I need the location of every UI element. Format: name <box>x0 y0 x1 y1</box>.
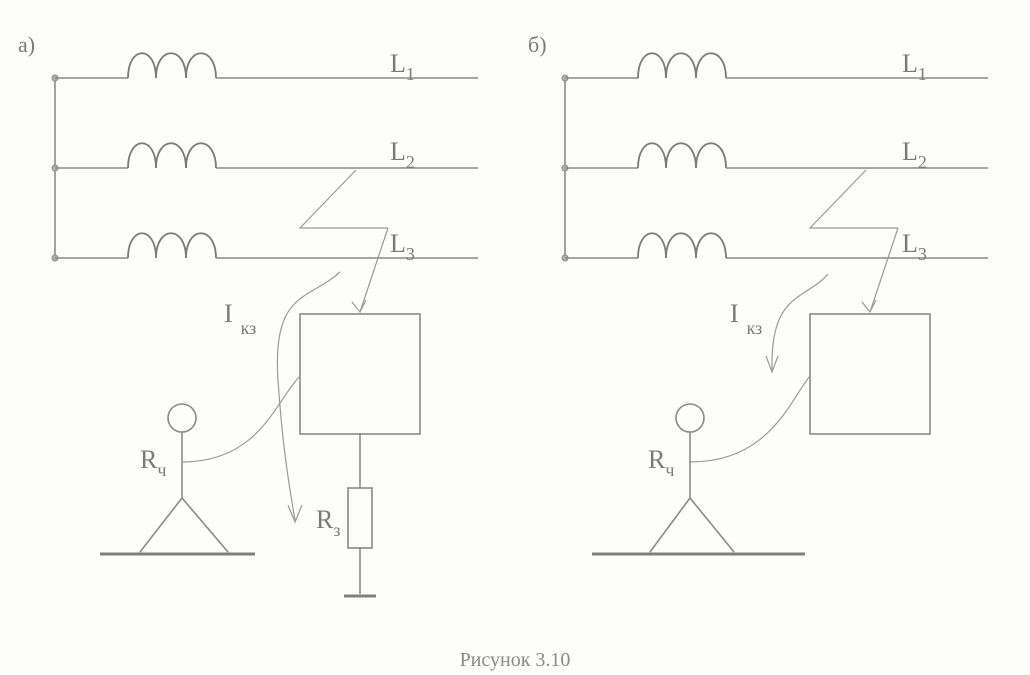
panel-b-person <box>592 375 811 556</box>
panel-b-coil-l2 <box>637 142 727 169</box>
panel-b-label-l3: L3 <box>902 229 927 264</box>
panel-b-equipment-enclosure <box>809 313 931 435</box>
panel-a: а) L1 L2 L3 <box>18 32 478 598</box>
panel-b: б) L1 L2 L3 <box>528 32 988 556</box>
panel-b-touch-wire <box>689 375 811 463</box>
panel-b-fault-zigzag <box>808 169 898 229</box>
svg-text:L1: L1 <box>902 49 927 84</box>
svg-text:Rч: Rч <box>648 445 674 480</box>
svg-text:Iкз: Iкз <box>224 299 256 338</box>
svg-text:L3: L3 <box>390 229 415 264</box>
panel-a-current-path <box>276 271 341 521</box>
panel-a-coil-l2 <box>127 142 217 169</box>
panel-b-phase-l2 <box>565 142 988 169</box>
panel-b-phase-l1 <box>565 52 988 79</box>
panel-a-label-l1: L1 <box>390 49 415 84</box>
panel-a-tag: а) <box>18 32 35 57</box>
panel-a-fault-zigzag <box>298 169 388 229</box>
panel-a-fault-arrow <box>359 227 389 313</box>
panel-a-label-l2: L2 <box>390 137 415 172</box>
panel-b-phase-l3 <box>565 232 988 259</box>
panel-a-coil-l1 <box>127 52 217 79</box>
panel-a-touch-wire <box>181 375 301 463</box>
panel-a-earth-resistor <box>347 487 373 549</box>
panel-a-current-arrowhead <box>287 504 303 524</box>
panel-b-coil-l1 <box>637 52 727 79</box>
panel-a-phase-l1 <box>55 52 478 79</box>
panel-a-label-l3: L3 <box>390 229 415 264</box>
panel-a-phase-l2 <box>55 142 478 169</box>
figure-caption: Рисунок 3.10 <box>460 649 571 671</box>
panel-a-person <box>100 375 301 556</box>
svg-text:L2: L2 <box>902 137 927 172</box>
panel-b-fault-arrow <box>869 227 899 313</box>
panel-a-phase-l3 <box>55 232 478 259</box>
panel-a-person-head <box>167 403 197 433</box>
panel-a-person-resistance-label: Rч <box>140 445 166 480</box>
panel-b-label-l1: L1 <box>902 49 927 84</box>
svg-text:Rч: Rч <box>140 445 166 480</box>
svg-text:L2: L2 <box>390 137 415 172</box>
panel-a-coil-l3 <box>127 232 217 259</box>
panel-b-current-arrowhead <box>765 355 779 374</box>
panel-b-tag: б) <box>528 32 547 57</box>
panel-b-fault-arrowhead <box>861 299 877 314</box>
panel-a-equipment-enclosure <box>299 313 421 435</box>
svg-text:L3: L3 <box>902 229 927 264</box>
svg-text:Rз: Rз <box>316 505 340 540</box>
panel-b-person-head <box>675 403 705 433</box>
panel-b-current-path <box>771 273 829 371</box>
panel-b-coil-l3 <box>637 232 727 259</box>
panel-b-person-resistance-label: Rч <box>648 445 674 480</box>
svg-text:L1: L1 <box>390 49 415 84</box>
panel-a-earth-resistance-label: Rз <box>316 505 340 540</box>
svg-text:Iкз: Iкз <box>730 299 762 338</box>
panel-a-fault-arrowhead <box>351 299 367 314</box>
panel-b-label-l2: L2 <box>902 137 927 172</box>
